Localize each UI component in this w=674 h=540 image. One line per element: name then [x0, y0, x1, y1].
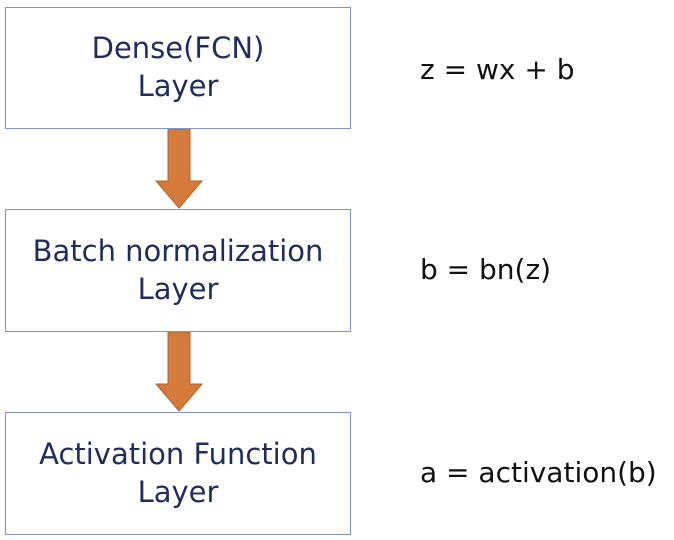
dense-equation: z = wx + b: [420, 53, 575, 86]
activation-function-layer-title: Activation Function: [39, 436, 317, 471]
batch-normalization-layer-subtitle: Layer: [137, 271, 219, 306]
activation-equation: a = activation(b): [420, 456, 657, 489]
down-arrow-icon: [154, 332, 204, 412]
dense-layer-title: Dense(FCN): [91, 31, 265, 66]
dense-layer-box: Dense(FCN) Layer: [5, 7, 351, 129]
batch-normalization-equation: b = bn(z): [420, 253, 552, 286]
down-arrow-icon: [154, 129, 204, 209]
activation-function-layer-subtitle: Layer: [137, 474, 219, 509]
activation-function-layer-box: Activation Function Layer: [5, 412, 351, 535]
batch-normalization-layer-title: Batch normalization: [32, 233, 324, 268]
batch-normalization-layer-box: Batch normalization Layer: [5, 209, 351, 332]
dense-layer-subtitle: Layer: [137, 69, 219, 103]
